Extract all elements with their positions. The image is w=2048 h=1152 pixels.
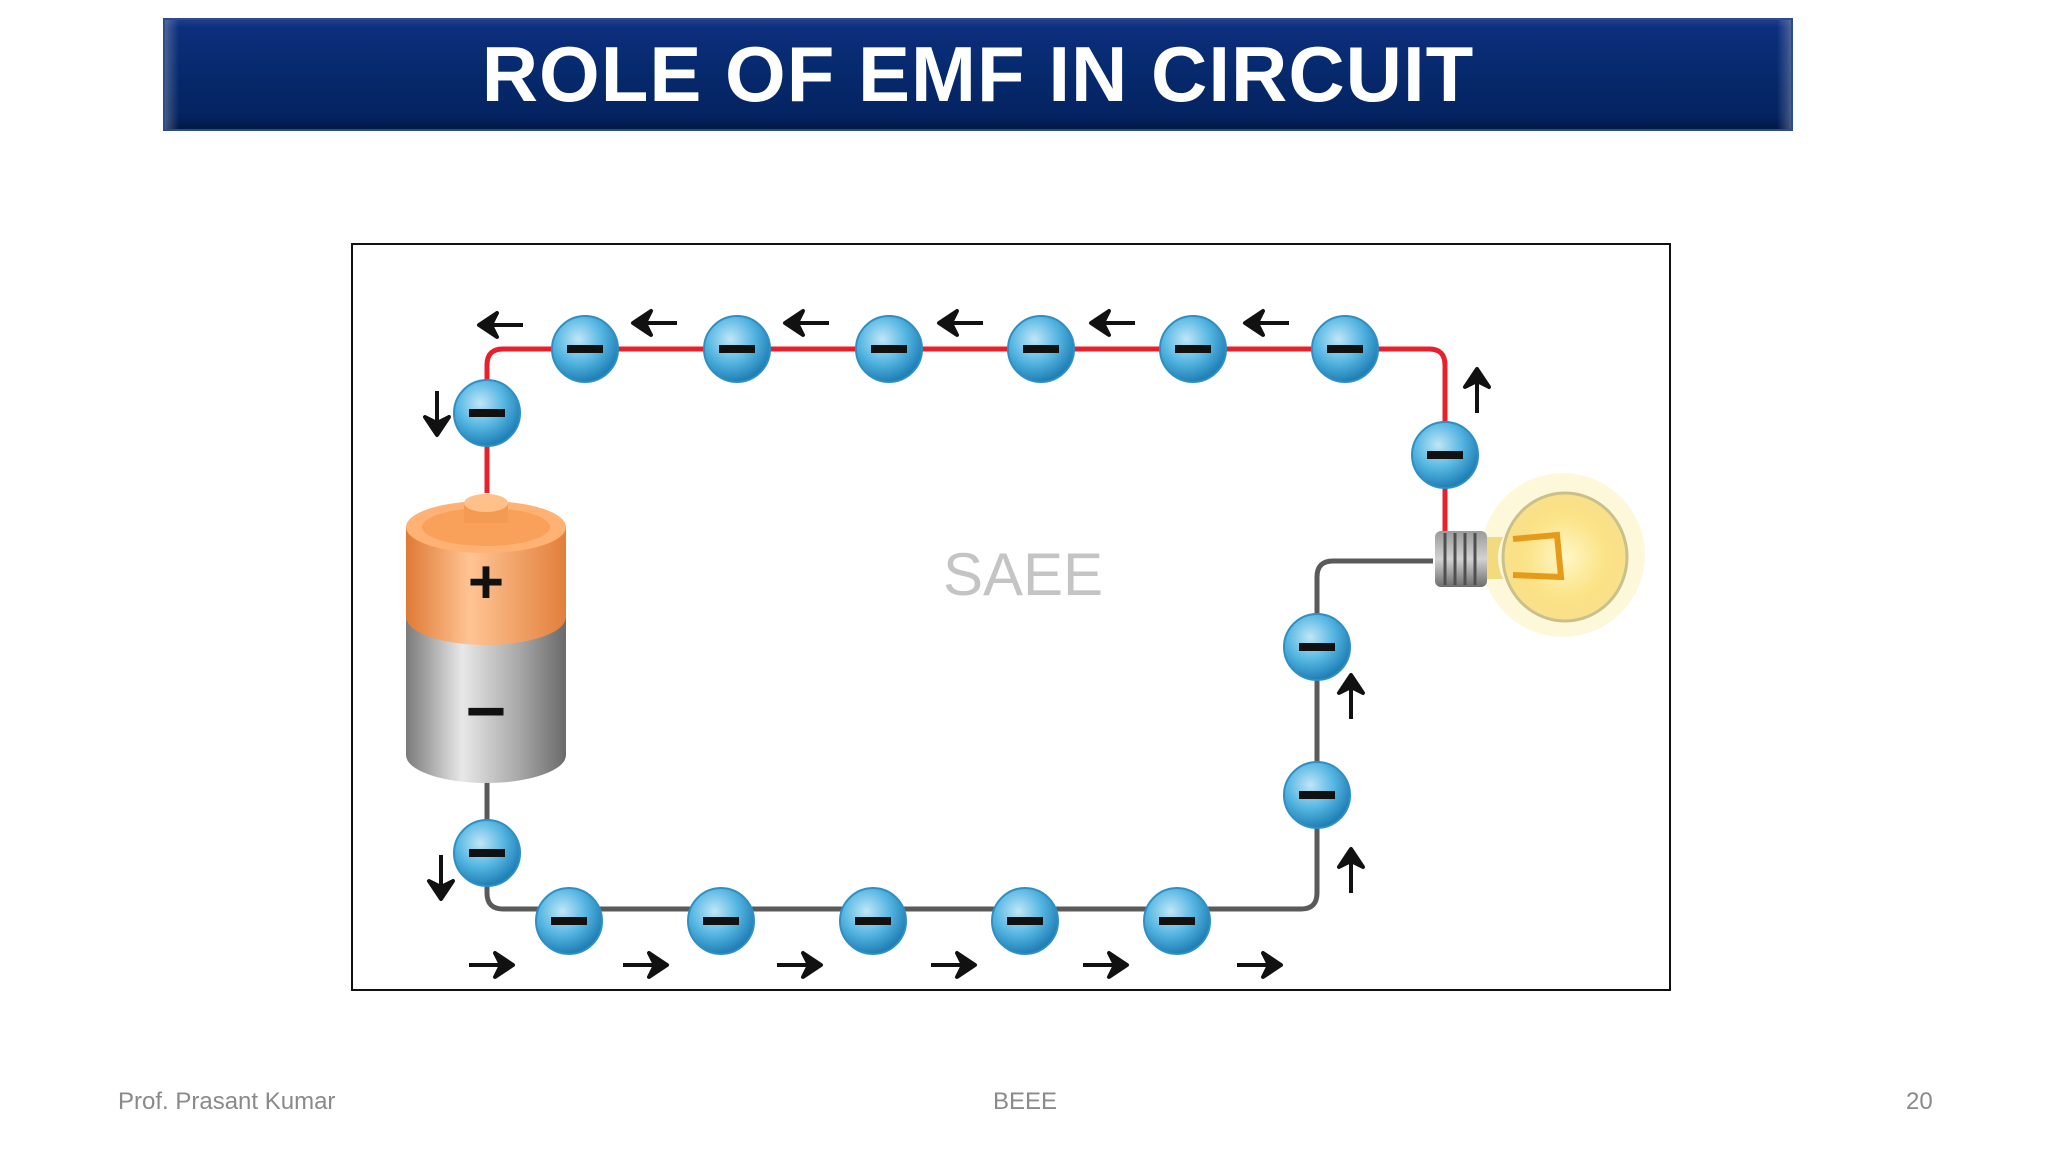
footer-author: Prof. Prasant Kumar: [118, 1088, 336, 1115]
current-direction-arrow: [1243, 309, 1289, 337]
electron: [1411, 421, 1479, 489]
electron: [1311, 315, 1379, 383]
electron: [1283, 613, 1351, 681]
electron-minus-sign: [1175, 345, 1211, 353]
battery-negative-symbol: −: [466, 672, 507, 750]
current-direction-arrow: [1337, 847, 1365, 893]
current-direction-arrow: [937, 309, 983, 337]
electron-minus-sign: [719, 345, 755, 353]
circuit-svg: + −: [406, 309, 1645, 979]
electron: [551, 315, 619, 383]
current-direction-arrow: [1463, 367, 1491, 413]
current-direction-arrow: [477, 311, 523, 339]
electron-minus-sign: [871, 345, 907, 353]
electron: [855, 315, 923, 383]
electron: [1159, 315, 1227, 383]
current-direction-arrow: [623, 951, 669, 979]
gray-wire: [484, 558, 1433, 912]
watermark-text: SAEE: [943, 541, 1104, 608]
electron-minus-sign: [469, 849, 505, 857]
electron: [991, 887, 1059, 955]
current-direction-arrow: [1237, 951, 1283, 979]
electron: [1007, 315, 1075, 383]
electrons-group: [453, 315, 1479, 955]
current-direction-arrow: [777, 951, 823, 979]
electron: [1283, 761, 1351, 829]
electron: [1143, 887, 1211, 955]
current-direction-arrow: [931, 951, 977, 979]
footer-course: BEEE: [993, 1088, 1058, 1115]
current-direction-arrow: [631, 309, 677, 337]
arrows-group: [423, 309, 1491, 979]
red-wire: [484, 346, 1448, 535]
electron-minus-sign: [567, 345, 603, 353]
electron-minus-sign: [469, 409, 505, 417]
footer-page-number: 20: [1906, 1088, 1933, 1115]
electron: [687, 887, 755, 955]
electron: [839, 887, 907, 955]
electron-minus-sign: [855, 917, 891, 925]
electron-minus-sign: [1299, 643, 1335, 651]
current-direction-arrow: [1083, 951, 1129, 979]
electron-minus-sign: [1159, 917, 1195, 925]
electron-minus-sign: [551, 917, 587, 925]
electron-minus-sign: [1023, 345, 1059, 353]
electron: [703, 315, 771, 383]
battery: [406, 494, 566, 783]
battery-positive-symbol: +: [468, 548, 504, 617]
current-direction-arrow: [469, 951, 515, 979]
electron-minus-sign: [1007, 917, 1043, 925]
light-bulb: [1435, 473, 1645, 637]
current-direction-arrow: [423, 391, 451, 437]
electron: [453, 819, 521, 887]
current-direction-arrow: [783, 309, 829, 337]
electron-minus-sign: [703, 917, 739, 925]
slide-title: ROLE OF EMF IN CIRCUIT: [481, 30, 1475, 118]
electron-minus-sign: [1299, 791, 1335, 799]
electron-minus-sign: [1327, 345, 1363, 353]
electron-minus-sign: [1427, 451, 1463, 459]
circuit-diagram: + − SAEE: [351, 243, 1671, 991]
current-direction-arrow: [1337, 673, 1365, 719]
current-direction-arrow: [427, 855, 455, 901]
electron: [453, 379, 521, 447]
current-direction-arrow: [1089, 309, 1135, 337]
title-banner: ROLE OF EMF IN CIRCUIT: [163, 18, 1793, 131]
electron: [535, 887, 603, 955]
